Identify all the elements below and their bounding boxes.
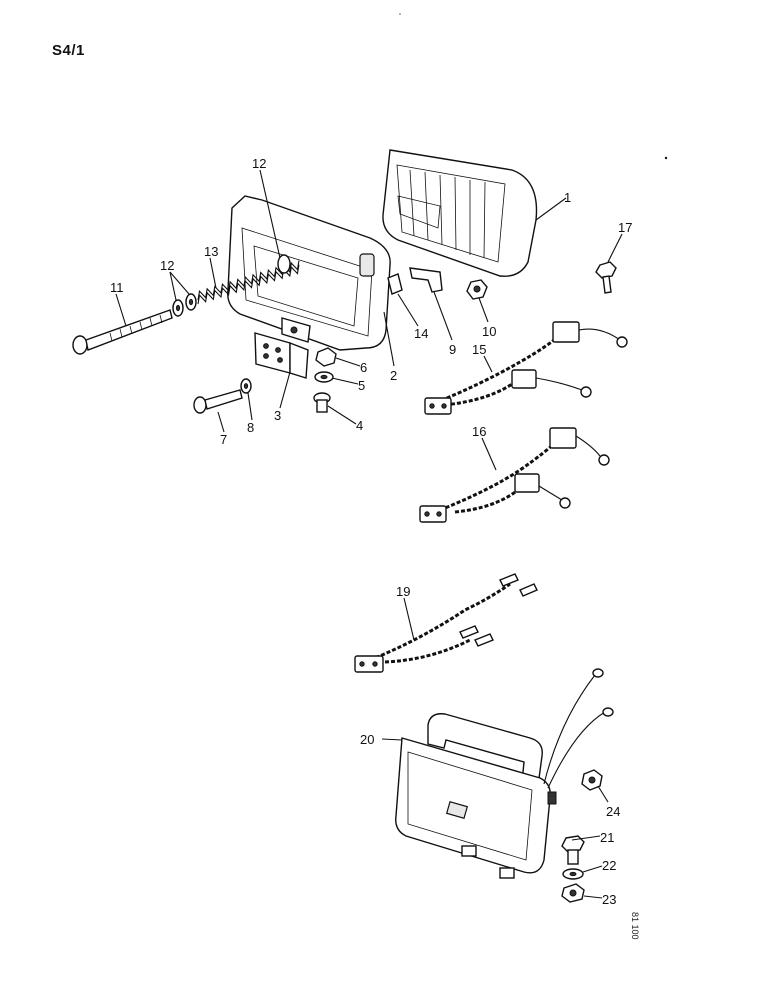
- callout-7: 7: [220, 432, 227, 447]
- lamp-housing-part: [227, 195, 391, 351]
- fastener-set-part: [561, 835, 585, 903]
- short-bolt-part: [193, 378, 252, 414]
- callout-23: 23: [602, 892, 616, 907]
- work-lamp-part: [395, 668, 614, 879]
- nut-part: [466, 279, 488, 300]
- callout-19: 19: [396, 584, 410, 599]
- callout-24: 24: [606, 804, 620, 819]
- callout-22: 22: [602, 858, 616, 873]
- mounting-bracket-part: [254, 332, 309, 379]
- page-code: S4/1: [52, 42, 85, 59]
- callout-4: 4: [356, 418, 363, 433]
- lens-bracket-part: [409, 267, 443, 293]
- callout-16: 16: [472, 424, 486, 439]
- long-bolt-part: [72, 309, 173, 355]
- callout-15: 15: [472, 342, 486, 357]
- callout-3: 3: [274, 408, 281, 423]
- callout-labels: 1 2 3 4 5 6 7 8 9 10 11 12 12 13 14 15 1…: [110, 156, 632, 907]
- callout-14: 14: [414, 326, 428, 341]
- callout-10: 10: [482, 324, 496, 339]
- leader-lines: [115, 169, 623, 899]
- callout-17: 17: [618, 220, 632, 235]
- clip-part: [387, 273, 403, 295]
- screw-part: [595, 261, 617, 294]
- callout-12b: 12: [252, 156, 266, 171]
- callout-9: 9: [449, 342, 456, 357]
- coil-spring-part: [197, 254, 300, 305]
- callout-8: 8: [247, 420, 254, 435]
- callout-13: 13: [204, 244, 218, 259]
- drawing-reference: 81 100: [630, 912, 640, 940]
- callout-21: 21: [600, 830, 614, 845]
- small-hardware-part: [313, 347, 337, 413]
- lamp-lens-part: [382, 149, 538, 277]
- nut-24-part: [581, 769, 603, 791]
- wiring-harness-15: [424, 321, 628, 415]
- callout-6: 6: [360, 360, 367, 375]
- callout-11: 11: [110, 280, 124, 295]
- callout-20: 20: [360, 732, 374, 747]
- callout-12a: 12: [160, 258, 174, 273]
- callout-1: 1: [564, 190, 571, 205]
- callout-5: 5: [358, 378, 365, 393]
- callout-2: 2: [390, 368, 397, 383]
- washer-pair-part: [172, 293, 197, 317]
- wiring-harness-16: [419, 427, 610, 523]
- wiring-harness-19: [354, 573, 538, 673]
